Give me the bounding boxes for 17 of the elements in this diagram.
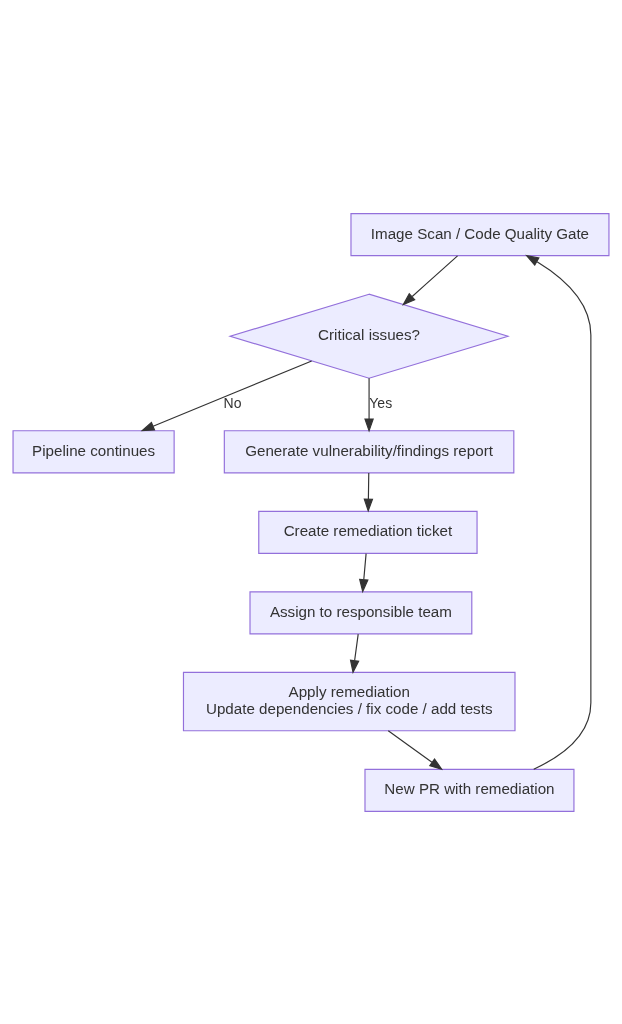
node-box: Create remediation ticket [258, 510, 478, 554]
arrow [364, 377, 374, 433]
arrow [401, 254, 459, 306]
node-box: Image Scan / Code Quality Gate [350, 212, 610, 256]
node-box: Apply remediation Update dependencies / fix code / add tests [182, 671, 516, 731]
arrow [525, 254, 592, 770]
arrow [140, 359, 313, 431]
arrow [387, 729, 444, 770]
arrow [358, 552, 369, 593]
node-box: Pipeline continues [12, 429, 175, 473]
edge-label: Yes [369, 394, 393, 411]
edge-label: No [223, 394, 242, 411]
node-box: New PR with remediation [364, 768, 575, 812]
node-box: Generate vulnerability/findings report [223, 429, 515, 473]
arrow [349, 633, 360, 674]
node-box: Assign to responsible team [249, 590, 473, 634]
arrow [363, 472, 374, 513]
